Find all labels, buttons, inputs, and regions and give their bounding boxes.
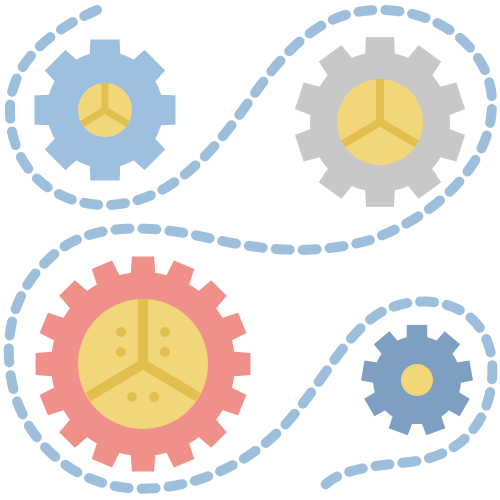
gray-gear xyxy=(294,37,466,207)
large-coral-gear-spokes xyxy=(85,299,201,402)
small-blue-gear xyxy=(34,39,176,181)
small-blue-gear-spokes xyxy=(80,83,130,127)
dark-blue-gear-hub xyxy=(401,364,433,396)
gray-gear-spokes xyxy=(340,79,420,148)
dashed-path xyxy=(3,4,498,494)
dark-blue-gear xyxy=(361,324,473,436)
large-coral-gear xyxy=(35,256,251,472)
large-coral-gear-dots xyxy=(116,327,170,402)
